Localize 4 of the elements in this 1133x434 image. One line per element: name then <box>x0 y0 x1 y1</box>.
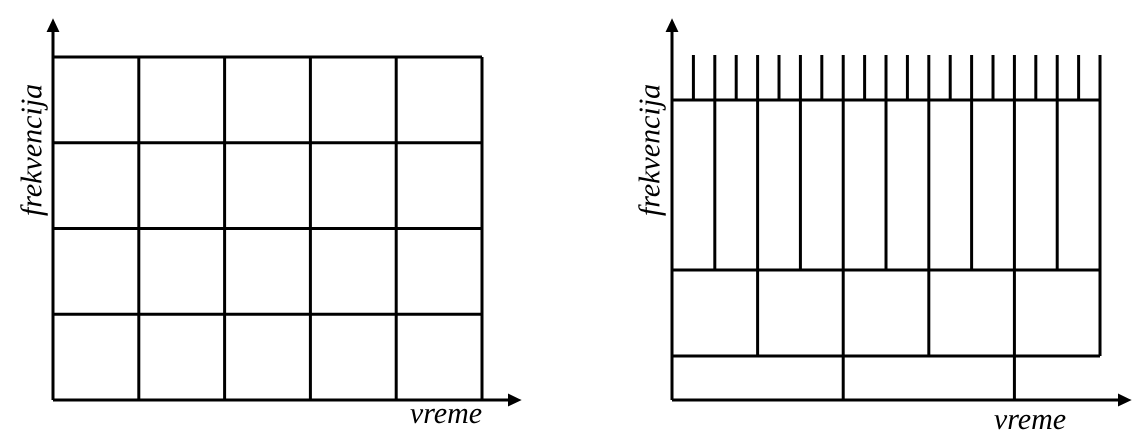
axis-label: frekvencija <box>638 85 666 216</box>
axis-label: vreme <box>410 408 482 424</box>
axis-label: vreme <box>994 414 1066 430</box>
axis-label: frekvencija <box>20 85 48 216</box>
